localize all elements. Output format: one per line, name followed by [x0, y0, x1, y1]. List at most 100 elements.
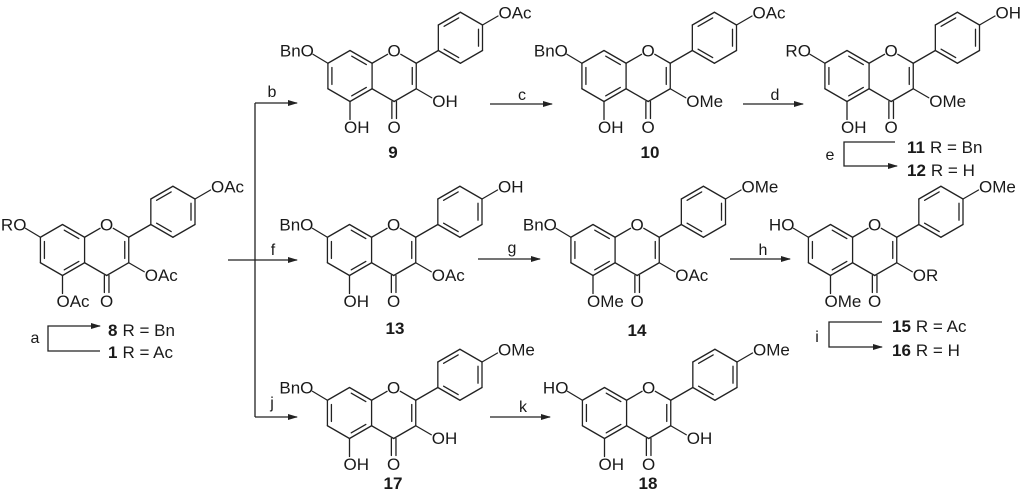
c5-substituent-label: OH: [344, 455, 370, 474]
c3-substituent-bond: [415, 88, 433, 99]
b-ring-bond: [934, 49, 959, 64]
double-bond-line: [351, 86, 367, 97]
double-bond-line: [63, 260, 80, 271]
a-ring-bond: [824, 88, 848, 103]
b-ring-bond: [459, 185, 483, 200]
c7-substituent-bond: [566, 53, 583, 64]
b-ring-bond: [940, 223, 964, 238]
step-label-i: i: [815, 329, 819, 346]
c4p-substituent-bond: [962, 189, 980, 200]
c7-substituent-label: HO: [769, 215, 795, 234]
c7-substituent-bond: [566, 390, 584, 401]
aryl-bond: [658, 223, 682, 238]
b-ring-bond: [459, 348, 483, 363]
a-ring-bond: [348, 262, 373, 277]
c3-substituent-label: OH: [687, 429, 713, 448]
step-label-g: g: [508, 240, 517, 257]
c4p-substituent-bond: [978, 15, 996, 26]
b-ring-bond: [713, 11, 738, 26]
c-ring-bond: [400, 53, 417, 64]
a-ring-bond: [846, 49, 870, 64]
carbonyl-oxygen-label: O: [387, 292, 400, 311]
step-label-b: b: [268, 84, 277, 101]
c5-substituent-label: OAc: [57, 292, 91, 311]
carbonyl-oxygen-label: O: [631, 292, 644, 311]
double-bond-line: [697, 385, 714, 396]
c5-substituent-label: OH: [841, 118, 867, 137]
aryl-bond: [912, 49, 936, 64]
double-bond-line: [923, 222, 940, 233]
c7-substituent-bond: [792, 227, 810, 238]
a-ring-bond: [592, 223, 616, 238]
step-label-f: f: [271, 242, 276, 259]
c-ring-bond: [370, 425, 395, 440]
arrow-a: [47, 323, 101, 352]
c-ring-bond: [625, 88, 649, 103]
b-ring-bond: [459, 223, 483, 238]
c3-substituent-bond: [415, 262, 432, 273]
c-ring-bond: [890, 88, 914, 103]
c-ring-bond: [393, 88, 417, 103]
c-ring-bond: [106, 262, 130, 277]
a-ring-bond: [348, 223, 373, 238]
c4p-substituent-bond: [736, 352, 754, 363]
a-ring-bond: [603, 425, 628, 440]
double-bond-line: [605, 55, 621, 66]
c3-substituent-bond: [896, 262, 913, 273]
b-ring-bond: [713, 49, 738, 64]
c-ring-bond: [83, 262, 108, 277]
step-label-k: k: [519, 399, 528, 416]
ring-oxygen-label: O: [868, 216, 881, 235]
c-ring-bond: [625, 53, 643, 64]
a-ring-bond: [349, 88, 373, 103]
b-ring-bond: [956, 11, 981, 26]
c-ring-bond: [851, 227, 869, 238]
c3-substituent-label: OAc: [145, 266, 179, 285]
c-ring-bond: [868, 88, 892, 103]
ring-oxygen-label: O: [642, 379, 655, 398]
a-ring-bond: [326, 262, 351, 277]
a-ring-bond: [39, 223, 64, 238]
c4p-substituent-bond: [724, 189, 742, 200]
c4p-substituent-label: OMe: [979, 178, 1016, 197]
arrow-e: [843, 141, 898, 169]
c4p-substituent-bond: [735, 15, 753, 26]
arrow-i: [828, 321, 883, 350]
double-bond-line: [940, 48, 957, 59]
double-bond-line: [594, 260, 610, 271]
c-ring-bond: [868, 53, 886, 64]
c3-substituent-bond: [415, 425, 432, 436]
carbonyl-oxygen-label: O: [868, 292, 881, 311]
b-ring-bond: [437, 223, 461, 238]
c3-substituent-bond: [912, 88, 930, 99]
c7-substituent-label: HO: [543, 378, 569, 397]
a-ring-bond: [807, 262, 832, 277]
a-ring-bond: [39, 262, 64, 277]
carbonyl-oxygen-label: O: [642, 455, 655, 474]
a-ring-bond: [348, 425, 373, 440]
double-bond-line: [697, 17, 714, 27]
c4p-substituent-bond: [481, 15, 499, 26]
c-ring-bond: [112, 227, 130, 238]
c7-substituent-label: BnO: [279, 378, 313, 397]
double-bond-line: [686, 222, 703, 233]
b-ring-bond: [691, 49, 716, 64]
compound-number-17: 17: [384, 474, 403, 493]
c-ring-bond: [371, 88, 395, 103]
c4p-substituent-label: OAc: [753, 4, 787, 23]
carbonyl-oxygen-label: O: [387, 455, 400, 474]
double-bond-line: [155, 191, 172, 201]
a-ring-bond: [829, 223, 854, 238]
double-bond-line: [350, 423, 367, 434]
c5-substituent-label: OH: [344, 118, 370, 137]
c7-substituent-bond: [555, 227, 572, 238]
double-bond-line: [350, 392, 367, 403]
b-ring-bond: [150, 223, 174, 238]
c-ring-bond: [399, 390, 417, 401]
b-ring-bond: [172, 223, 196, 238]
